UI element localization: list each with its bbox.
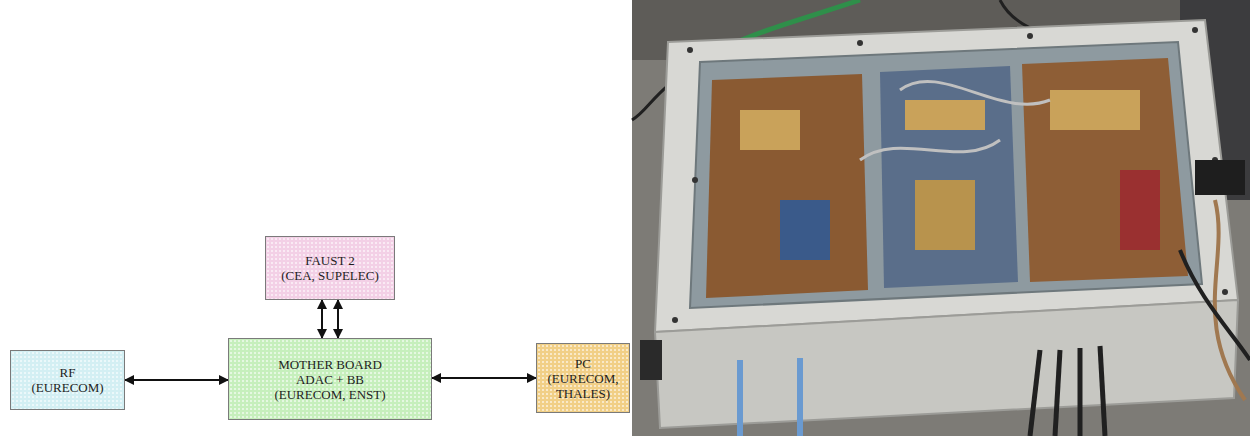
node-owner: (EURECOM) [31,380,103,395]
board-component [905,100,985,130]
board-component [915,180,975,250]
node-title: MOTHER BOARD ADAC + BB [265,357,395,387]
brown-cable [1215,200,1245,400]
screw [1027,33,1033,39]
black-cable [1030,350,1040,436]
circuit-board [706,74,868,298]
bus-arrow [337,300,339,338]
node-owner: (EURECOM, THALES) [542,371,624,401]
power-plug [640,340,662,380]
screw [692,177,698,183]
bus-arrow [321,300,323,338]
bus-arrow [125,379,228,381]
node-content: MOTHER BOARD ADAC + BB(EURECOM, ENST) [265,357,395,402]
motherboard-box: MOTHER BOARD ADAC + BB(EURECOM, ENST) [228,338,432,420]
node-content: RF(EURECOM) [31,365,103,395]
screw [1222,289,1228,295]
circuit-board [1022,58,1188,282]
module-box: FAUST 2(CEA, SUPELEC) [265,236,395,300]
coax-cable [900,81,1050,104]
node-title: FAUST 2 [305,253,355,268]
node-content: PC(EURECOM, THALES) [542,356,624,401]
housing-lid [655,20,1238,332]
node-owner: (EURECOM, ENST) [274,387,385,402]
black-cable [1055,350,1060,436]
connector-block [1195,160,1245,195]
node-title: RF [60,365,76,380]
screw [672,317,678,323]
coax-cable [860,140,1000,160]
board-component [1120,170,1160,250]
node-owner: (CEA, SUPELEC) [281,268,379,283]
node-content: FAUST 2(CEA, SUPELEC) [281,253,379,283]
screw [687,47,693,53]
black-cable [1180,250,1250,360]
bus-arrow [432,377,536,379]
board-component [780,200,830,260]
black-cable [1100,346,1105,436]
screw [857,40,863,46]
board-component [1050,90,1140,130]
photo-background [632,0,1250,436]
board-component [740,110,800,150]
node-title: PC [575,356,591,371]
rf-box: RF(EURECOM) [10,350,125,410]
black-cable [1078,348,1083,436]
screw [1192,27,1198,33]
pc-box: PC(EURECOM, THALES) [536,343,630,413]
blue-cable [737,360,743,436]
glass-window [690,42,1202,308]
blue-cable [797,358,803,436]
